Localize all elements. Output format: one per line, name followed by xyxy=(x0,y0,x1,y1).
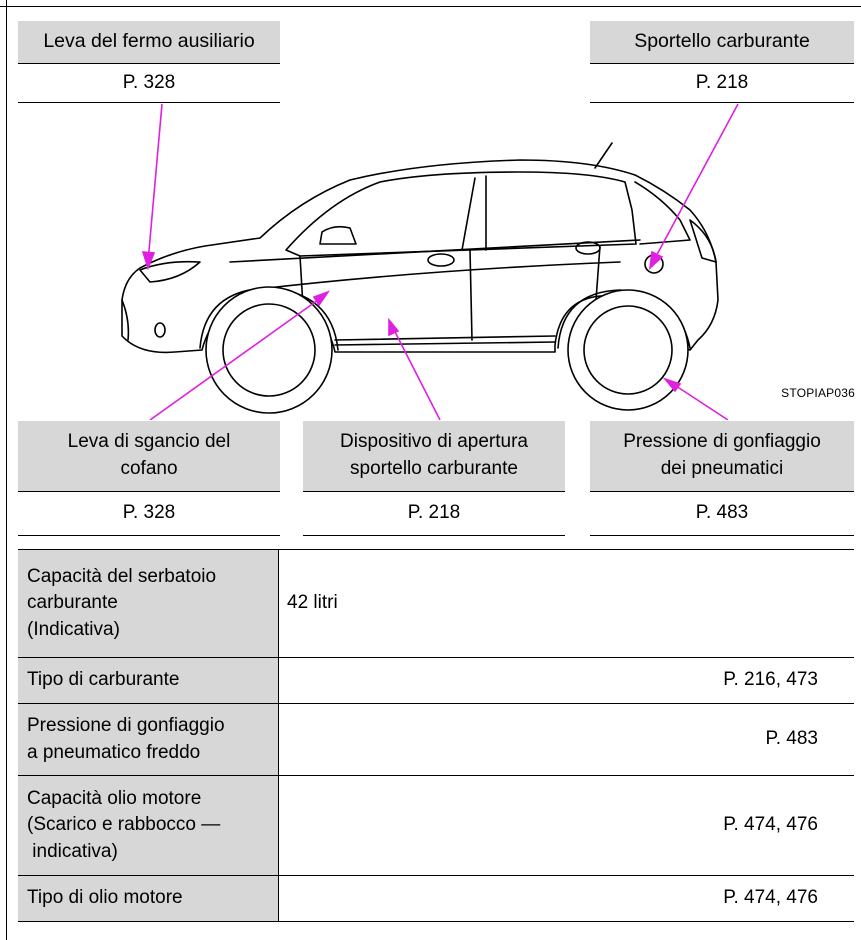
table-row: Capacità olio motore (Scarico e rabbocco… xyxy=(18,775,854,876)
page-ref-hood-release-text: P. 328 xyxy=(122,502,176,523)
label-auxiliary-latch: Leva del fermo ausiliario xyxy=(18,21,280,64)
table-row: Capacità del serbatoio carburante (Indic… xyxy=(18,549,854,658)
label-line: Tipo di olio motore xyxy=(27,887,183,909)
label-tire-pressure-line1: Pressione di gonfiaggio xyxy=(623,431,821,453)
page-ref-auxiliary-latch[interactable]: P. 328 xyxy=(18,63,280,103)
page-ref-hood-release[interactable]: P. 328 xyxy=(18,491,280,536)
callout-fuel-door xyxy=(652,103,739,263)
label-tire-pressure-line2: dei pneumatici xyxy=(660,458,784,479)
table-row-value[interactable]: P. 483 xyxy=(278,703,854,776)
callout-auxiliary-latch xyxy=(147,103,163,263)
label-hood-release: Leva di sgancio del cofano xyxy=(18,421,280,492)
label-line: carburante xyxy=(27,592,118,614)
label-line: Capacità del serbatoio xyxy=(27,565,217,587)
label-line: indicativa) xyxy=(27,840,118,862)
label-line: (Indicativa) xyxy=(27,618,120,640)
car-illustration xyxy=(121,103,739,420)
table-row: Pressione di gonfiaggio a pneumatico fre… xyxy=(18,703,854,776)
callout-fuel-door-opener xyxy=(391,325,441,420)
image-caption: STOPIAP036 xyxy=(781,386,855,400)
label-auxiliary-latch-title: Leva del fermo ausiliario xyxy=(43,30,255,53)
label-fuel-door: Sportello carburante xyxy=(590,21,854,64)
label-line: a pneumatico freddo xyxy=(27,741,201,763)
table-row-label: Tipo di olio motore xyxy=(18,875,279,922)
car-window-line xyxy=(285,171,637,257)
label-fuel-door-title: Sportello carburante xyxy=(634,30,810,53)
table-row-value: 42 litri xyxy=(278,549,854,658)
page-ref-tire-pressure[interactable]: P. 483 xyxy=(590,491,854,536)
page-border-top xyxy=(0,6,861,7)
label-line: Tipo di carburante xyxy=(27,669,180,691)
label-hood-release-line2: cofano xyxy=(120,458,178,479)
label-fuel-door-opener: Dispositivo di apertura sportello carbur… xyxy=(303,421,565,492)
table-row-value[interactable]: P. 216, 473 xyxy=(278,657,854,704)
table-row-value[interactable]: P. 474, 476 xyxy=(278,775,854,876)
table-row: Tipo di olio motore P. 474, 476 xyxy=(18,875,854,922)
page-border-left xyxy=(6,0,7,940)
callout-tire-pressure xyxy=(669,381,729,420)
label-line: Pressione di gonfiaggio xyxy=(27,714,225,736)
label-fuel-door-opener-line1: Dispositivo di apertura xyxy=(340,431,528,453)
page-ref-fuel-door-text: P. 218 xyxy=(695,71,749,93)
spec-table: Capacità del serbatoio carburante (Indic… xyxy=(18,549,854,922)
callout-hood-release xyxy=(149,294,326,420)
page-ref-tire-pressure-text: P. 483 xyxy=(695,502,749,523)
label-fuel-door-opener-line2: sportello carburante xyxy=(350,458,518,479)
table-row: Tipo di carburante P. 216, 473 xyxy=(18,657,854,704)
page-ref-fuel-door-opener-text: P. 218 xyxy=(407,502,461,523)
label-tire-pressure: Pressione di gonfiaggio dei pneumatici xyxy=(590,421,854,492)
page-ref-fuel-door[interactable]: P. 218 xyxy=(590,63,854,103)
label-hood-release-line1: Leva di sgancio del xyxy=(67,431,231,453)
table-row-label: Capacità del serbatoio carburante (Indic… xyxy=(18,549,279,658)
table-row-label: Pressione di gonfiaggio a pneumatico fre… xyxy=(18,703,279,776)
page-ref-auxiliary-latch-text: P. 328 xyxy=(122,71,176,93)
table-row-label: Tipo di carburante xyxy=(18,657,279,704)
label-line: Capacità olio motore xyxy=(27,787,202,809)
table-row-label: Capacità olio motore (Scarico e rabbocco… xyxy=(18,775,279,876)
page-ref-fuel-door-opener[interactable]: P. 218 xyxy=(303,491,565,536)
table-row-value[interactable]: P. 474, 476 xyxy=(278,875,854,922)
label-line: (Scarico e rabbocco — xyxy=(27,814,221,836)
